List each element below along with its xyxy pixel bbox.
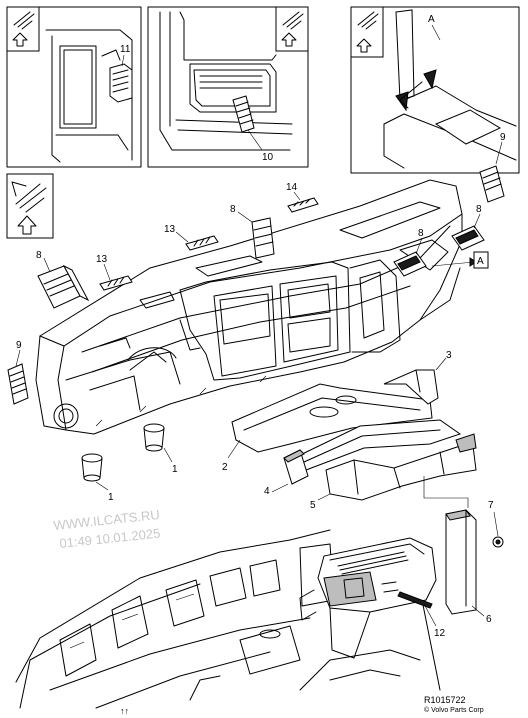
duct-tube-1a: 1 <box>143 423 178 475</box>
orientation-icon-main <box>6 173 54 239</box>
climate-unit: 12 <box>299 537 446 659</box>
callout-1-a: 1 <box>172 464 178 475</box>
duct-part-2: 2 <box>222 383 433 473</box>
callout-8-right-upper: 8 <box>476 204 482 215</box>
vent-part-10 <box>232 95 255 133</box>
view-marker-a: A <box>428 14 435 25</box>
callout-9-left: 9 <box>16 340 22 351</box>
callout-11: 11 <box>120 44 131 55</box>
inset-right-view-a: A <box>350 6 520 174</box>
orientation-icon <box>350 6 384 58</box>
callout-12: 12 <box>434 628 446 639</box>
vent-part-8-left: 8 <box>36 250 90 309</box>
unit-grille <box>337 551 409 575</box>
vent-part-8-centre: 8 <box>230 204 275 259</box>
arrow-marker: ↑↑ <box>120 706 129 716</box>
vent-part-11 <box>109 63 133 103</box>
callout-1-b: 1 <box>108 492 114 503</box>
vent-part-8-right-upper: 8 <box>451 204 485 251</box>
callout-8-right-lower: 8 <box>418 228 424 239</box>
vent-part-8-right-lower: 8 <box>393 228 427 277</box>
reference-number: R1015722 <box>424 695 466 705</box>
callout-5: 5 <box>310 500 316 511</box>
duct-tube-1b: 1 <box>81 453 114 503</box>
callout-13-upper: 13 <box>164 224 176 235</box>
callout-14: 14 <box>286 182 298 193</box>
orientation-icon <box>275 6 309 52</box>
callout-3: 3 <box>446 350 452 361</box>
duct-part-5: 5 <box>310 433 477 511</box>
vent-part-14: 14 <box>286 182 319 213</box>
vent-part-13-lower: 13 <box>96 254 133 291</box>
duct-part-4: 4 <box>264 449 309 497</box>
vent-part-13-upper: 13 <box>164 224 219 251</box>
callout-2: 2 <box>222 462 228 473</box>
dashboard-assembly <box>35 179 463 435</box>
callout-8-left: 8 <box>36 250 42 261</box>
callout-10: 10 <box>262 152 274 163</box>
vent-part-9-right: 9 <box>479 132 506 203</box>
fastener-part-7: 7 <box>488 500 504 548</box>
duct-part-6: 6 <box>445 509 492 625</box>
callout-4: 4 <box>264 486 270 497</box>
callout-13-lower: 13 <box>96 254 108 265</box>
inset-left-vent: 11 <box>6 6 142 168</box>
callout-9-right: 9 <box>500 132 506 143</box>
callout-7: 7 <box>488 500 494 511</box>
copyright-notice: © Volvo Parts Corp <box>424 706 484 714</box>
vent-part-9-left: 9 <box>7 340 29 405</box>
orientation-icon <box>6 6 40 52</box>
watermark: WWW.ILCATS.RU 01:49 10.01.2025 <box>53 507 161 551</box>
duct-part-3: 3 <box>383 350 452 405</box>
inset-center-vent: 10 <box>147 6 309 168</box>
view-marker-a-main: A <box>431 251 489 269</box>
callout-8-centre: 8 <box>230 204 236 215</box>
callout-6: 6 <box>486 614 492 625</box>
vent-grille <box>199 75 263 89</box>
duct-channel <box>293 419 462 471</box>
view-marker-a-main-label: A <box>477 256 484 267</box>
footer: R1015722 © Volvo Parts Corp <box>424 695 484 714</box>
